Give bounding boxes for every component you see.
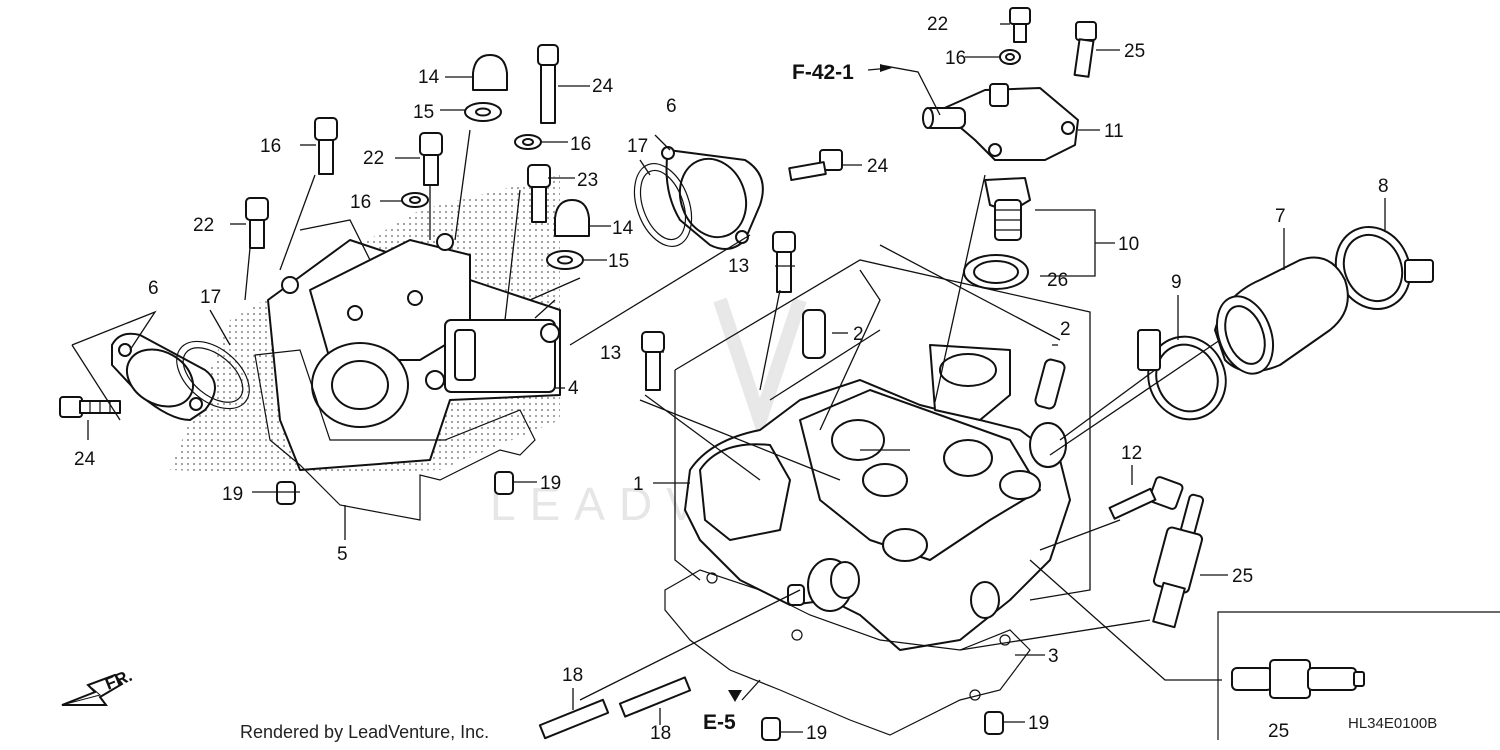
callout-10: 10 xyxy=(1118,234,1139,255)
clamp-9 xyxy=(1137,329,1227,421)
bolt-24-left xyxy=(59,396,121,418)
callout-19: 19 xyxy=(806,723,827,744)
callout-23: 24 xyxy=(592,76,614,97)
callout-16: 16 xyxy=(945,48,966,69)
cap-nut-14-a xyxy=(472,54,508,91)
dowel-19-b xyxy=(494,471,514,495)
dowel-19-c xyxy=(761,717,781,741)
callout-3: 3 xyxy=(1048,646,1059,667)
cylinder-head-cover xyxy=(267,233,561,471)
callout-14: 14 xyxy=(612,218,634,239)
direction-arrow: FR. xyxy=(61,666,135,706)
callout-6: 6 xyxy=(148,278,159,299)
callout-13: 13 xyxy=(728,256,749,277)
spark-plug-25 xyxy=(1152,493,1205,629)
bolt-23 xyxy=(537,44,559,124)
callout-22: 16 xyxy=(260,136,281,157)
callout-19: 19 xyxy=(540,473,561,494)
callout-5: 5 xyxy=(337,544,348,565)
callout-15: 15 xyxy=(608,251,629,272)
washer-16-c xyxy=(999,49,1021,65)
callout-25: 25 xyxy=(1268,721,1289,742)
bolt-22-b xyxy=(245,197,269,249)
callout-1: 1 xyxy=(633,474,644,495)
bolt-22-c xyxy=(527,164,551,223)
clamp-8 xyxy=(1334,226,1434,310)
cylinder-head xyxy=(684,344,1071,651)
callout-14: 14 xyxy=(418,67,440,88)
bolt-22-a xyxy=(314,117,338,175)
callout-25: 25 xyxy=(1232,566,1253,587)
callout-11: 11 xyxy=(1104,121,1124,142)
direction-label: FR. xyxy=(102,666,135,694)
callout-17: 17 xyxy=(200,287,221,308)
diagram-code: HL34E0100B xyxy=(1348,715,1437,732)
callout-24: 24 xyxy=(74,449,96,470)
gasket-cover xyxy=(254,349,536,521)
callout-9: 9 xyxy=(1171,272,1182,293)
washer-15-b xyxy=(546,250,584,270)
credit-text: Rendered by LeadVenture, Inc. xyxy=(240,722,489,742)
callout-22: 23 xyxy=(577,170,598,191)
callout-8: 8 xyxy=(1378,176,1389,197)
callout-21: 22 xyxy=(363,148,384,169)
head-gasket xyxy=(664,569,1031,736)
callout-22: 22 xyxy=(193,215,214,236)
bolt-24-top xyxy=(1073,21,1097,78)
callout-6: 6 xyxy=(666,96,677,117)
callout-15: 15 xyxy=(413,102,434,123)
stud-18-a xyxy=(538,698,610,740)
callout-16: 16 xyxy=(350,192,371,213)
bolt-21 xyxy=(419,132,443,186)
stud-18-b xyxy=(618,676,692,718)
cap-nut-14-b xyxy=(554,199,590,237)
gasket-holes xyxy=(706,572,1011,701)
washer-16-b xyxy=(514,134,542,150)
callout-16: 16 xyxy=(570,134,591,155)
bolt-24-center xyxy=(788,149,843,182)
dowel-2-a xyxy=(802,309,826,359)
callout-20: 22 xyxy=(927,14,948,35)
left-cap-group xyxy=(111,332,250,421)
callout-13: 13 xyxy=(600,343,621,364)
o-ring-26 xyxy=(963,254,1029,290)
insulator-7 xyxy=(1214,256,1349,375)
cap-6-center xyxy=(633,146,764,250)
bolt-20 xyxy=(1009,7,1031,43)
thermostat-housing xyxy=(922,83,1079,161)
leader-lines xyxy=(71,23,1386,733)
callout-2: 2 xyxy=(853,324,864,345)
callout-7: 7 xyxy=(1275,206,1286,227)
dowel-2-b xyxy=(1034,358,1066,410)
reference-e-5: E-5 xyxy=(703,711,736,734)
washer-16-a xyxy=(401,192,429,208)
callout-24: 24 xyxy=(867,156,889,177)
callout-26: 26 xyxy=(1047,270,1068,291)
bolt-13-b xyxy=(641,331,665,391)
dowel-19-d xyxy=(984,711,1004,735)
callout-2: 2 xyxy=(1060,319,1071,340)
callout-24: 25 xyxy=(1124,41,1145,62)
callout-18: 18 xyxy=(562,665,583,686)
callout-19: 19 xyxy=(1028,713,1049,734)
spark-plug-25-inset xyxy=(1231,659,1365,699)
temperature-sensor-12 xyxy=(1108,476,1184,520)
reference-f-42-1: F-42-1 xyxy=(792,61,854,84)
callout-17: 17 xyxy=(627,136,648,157)
dowel-19-a xyxy=(276,481,296,505)
inset-box xyxy=(1217,611,1500,740)
callout-12: 12 xyxy=(1121,443,1142,464)
callout-19: 19 xyxy=(222,484,243,505)
callouts: 16 22 22 16 14 15 24 16 23 14 15 4 5 19 … xyxy=(74,14,1389,744)
bolt-13-a xyxy=(772,231,796,293)
washer-15-a xyxy=(464,102,502,122)
callout-4: 4 xyxy=(568,378,579,399)
callout-18: 18 xyxy=(650,723,671,744)
thermostat xyxy=(984,177,1031,241)
